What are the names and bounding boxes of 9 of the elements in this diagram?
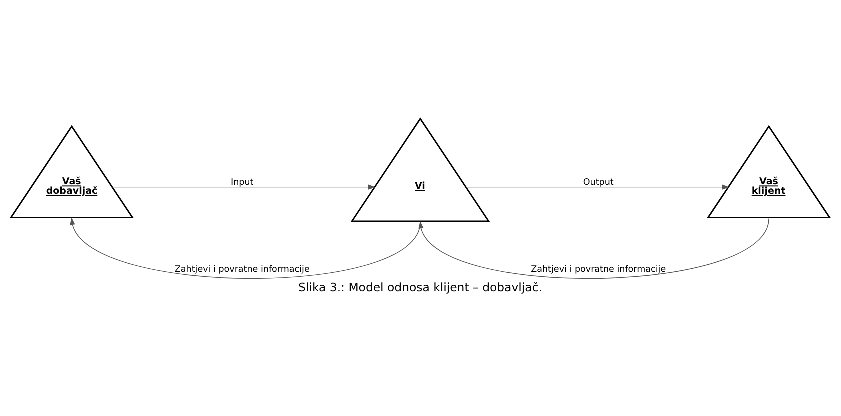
arrow (112, 184, 376, 190)
caption: Slika 3.: Model odnosa klijent – dobavljač. (298, 280, 542, 294)
arrow (466, 184, 730, 190)
arrow (70, 217, 421, 279)
edge-label: Zahtjevi i povratne informacije (174, 264, 310, 274)
arrow (418, 218, 770, 278)
edge-label: Output (583, 177, 614, 188)
edge-label: Input (231, 177, 254, 188)
edge-label: Zahtjevi i povratne informacije (531, 264, 666, 274)
